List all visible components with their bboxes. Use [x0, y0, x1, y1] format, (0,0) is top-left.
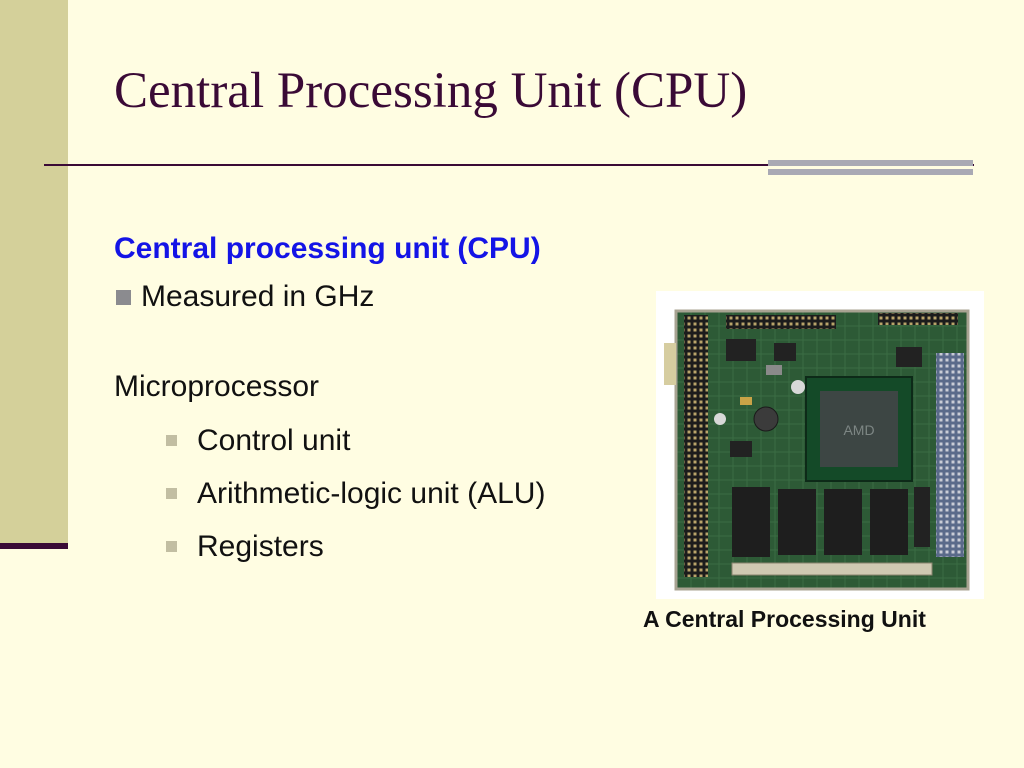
square-bullet-icon — [116, 289, 131, 305]
chip-marking: AMD — [843, 422, 874, 438]
cpu-board-illustration: AMD — [664, 309, 970, 591]
sub-bullet-list: Control unit Arithmetic-logic unit (ALU)… — [166, 414, 545, 573]
cpu-board-image: AMD — [656, 291, 984, 599]
sub-bullet-item: Control unit — [166, 414, 545, 467]
bullet-text: Measured in GHz — [141, 280, 375, 313]
title-divider — [44, 164, 974, 166]
sub-bullet-item: Arithmetic-logic unit (ALU) — [166, 467, 545, 520]
left-accent-bar — [0, 543, 68, 549]
section-label: Microprocessor — [114, 370, 320, 403]
sub-bullet-text: Control unit — [197, 423, 351, 457]
left-decor-band — [0, 0, 68, 546]
sub-bullet-item: Registers — [166, 520, 545, 573]
square-bullet-icon — [166, 541, 177, 552]
slide-body: Central processing unit (CPU) Measured i… — [114, 232, 545, 573]
title-divider-accent — [768, 160, 973, 178]
square-bullet-icon — [166, 488, 177, 499]
square-bullet-icon — [166, 435, 177, 446]
section-heading: Central processing unit (CPU) — [114, 232, 541, 265]
image-caption: A Central Processing Unit — [643, 606, 926, 632]
sub-bullet-text: Registers — [197, 529, 324, 563]
slide-title: Central Processing Unit (CPU) — [114, 63, 748, 119]
bullet-item: Measured in GHz — [114, 280, 545, 314]
sub-bullet-text: Arithmetic-logic unit (ALU) — [197, 476, 546, 510]
